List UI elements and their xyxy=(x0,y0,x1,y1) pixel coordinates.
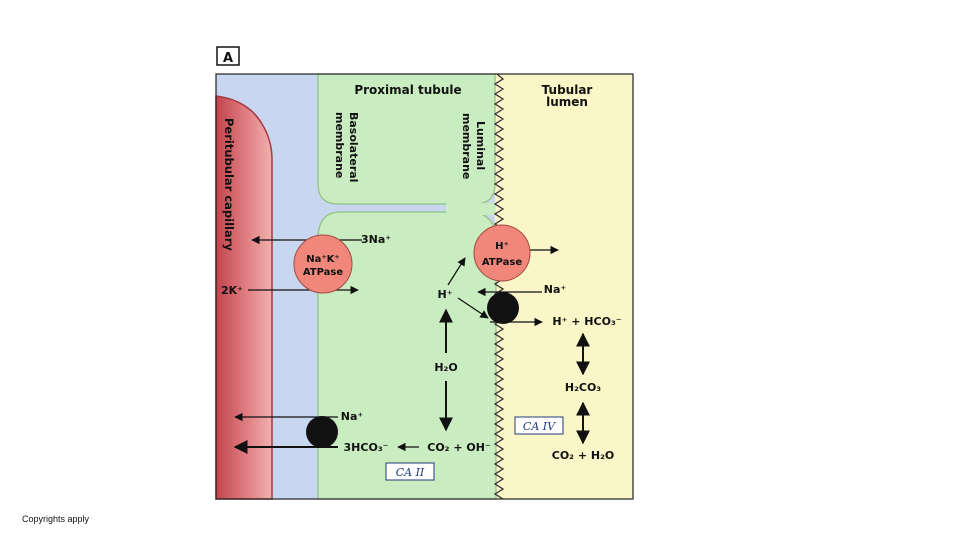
na-k-atpase-pump xyxy=(293,234,353,294)
tight-junction xyxy=(446,203,496,215)
na-k-atpase-label-2: ATPase xyxy=(303,267,344,278)
lumen-h-hco3-label: H⁺ + HCO₃⁻ xyxy=(552,315,621,328)
tubular-lumen-label-1: Tubular xyxy=(542,83,593,97)
proximal-tubule-label: Proximal tubule xyxy=(354,83,461,97)
na-h-exchanger xyxy=(487,292,519,324)
peritubular-capillary-label: Peritubular capillary xyxy=(222,118,236,251)
lumen-na-label: Na⁺ xyxy=(544,283,567,296)
h-atpase-label-2: ATPase xyxy=(482,257,523,268)
ca-ii-label: CA II xyxy=(396,466,425,479)
h-to-pump-arrow xyxy=(447,257,466,286)
luminal-brush-border xyxy=(493,73,505,500)
ca-ii-box xyxy=(385,462,435,481)
three-na-label: 3Na⁺ xyxy=(361,233,391,246)
ca-iv-box xyxy=(514,416,564,435)
basolateral-label-1: Basolateral xyxy=(347,112,360,182)
na-k-atpase-label-1: Na⁺K⁺ xyxy=(306,254,339,265)
peritubular-capillary xyxy=(215,95,273,500)
basolateral-label-2: membrane xyxy=(333,112,346,178)
lumen-co2-h2o-label: CO₂ + H₂O xyxy=(552,449,615,462)
h-atpase-label-1: H⁺ xyxy=(495,241,509,252)
h-atpase-pump xyxy=(473,224,531,282)
luminal-label-2: membrane xyxy=(460,113,473,179)
luminal-label-1: Luminal xyxy=(474,121,487,170)
cell-h2o-label: H₂O xyxy=(434,361,457,374)
tubular-lumen-label-2: lumen xyxy=(546,95,588,109)
figure-frame xyxy=(215,73,634,500)
panel-label: A xyxy=(223,51,233,66)
cell-h-label: H⁺ xyxy=(437,288,452,301)
ca-iv-label: CA IV xyxy=(523,420,556,433)
co2-oh-label: CO₂ + OH⁻ xyxy=(427,441,491,454)
na-hco3-cotransporter xyxy=(306,416,338,448)
h-to-exchanger-arrow xyxy=(457,297,489,319)
three-hco3-label: 3HCO₃⁻ xyxy=(344,441,389,454)
basolateral-na-label: Na⁺ xyxy=(341,410,364,423)
two-k-label: 2K⁺ xyxy=(221,284,243,297)
h2co3-label: H₂CO₃ xyxy=(565,381,601,394)
panel-label-box xyxy=(216,46,240,66)
copyright-note: Copyrights apply xyxy=(22,514,90,524)
